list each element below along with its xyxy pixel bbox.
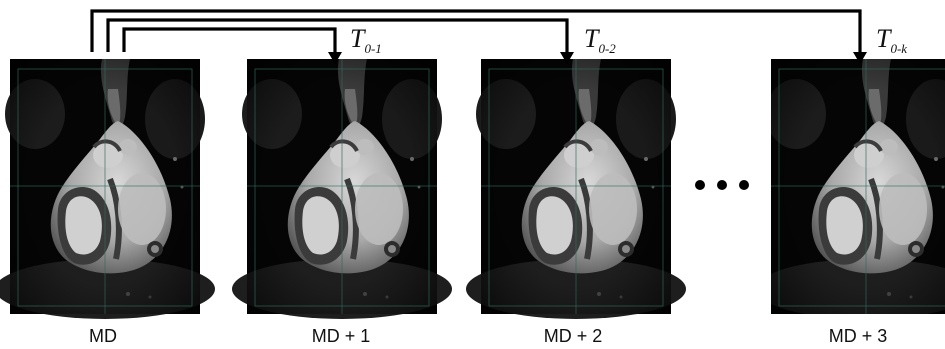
mri-frame-md-plus-2 xyxy=(466,59,686,319)
mri-frame-md-plus-3 xyxy=(756,59,945,319)
arrowhead-frame-3 xyxy=(853,52,867,64)
arrowhead-frame-2 xyxy=(560,52,574,64)
transform-arrows xyxy=(90,9,862,54)
frame-label-md-plus-2: MD + 2 xyxy=(544,326,603,346)
arrow-to-frame-1 xyxy=(122,27,337,54)
frame-label-md-plus-1: MD + 1 xyxy=(312,326,371,346)
mri-frame-md xyxy=(0,59,215,319)
frame-label-md: MD xyxy=(89,326,117,346)
mri-frame-md-plus-1 xyxy=(232,59,452,319)
transform-label-1: T0-1 xyxy=(350,24,382,56)
arrowhead-frame-1 xyxy=(328,52,342,64)
arrow-to-frame-2 xyxy=(106,18,569,54)
transform-label-3: T0-k xyxy=(876,24,907,56)
frame-label-md-plus-3: MD + 3 xyxy=(829,326,888,346)
transform-label-2: T0-2 xyxy=(584,24,616,56)
arrow-to-frame-3 xyxy=(90,9,862,54)
ellipsis-icon xyxy=(695,180,749,190)
